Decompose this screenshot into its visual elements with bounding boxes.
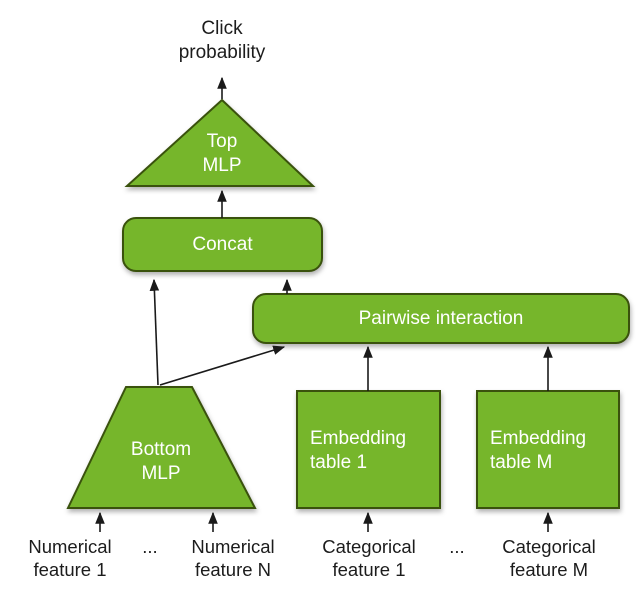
input-label-numerical-feature-n: Numerical feature N [191, 536, 275, 580]
input-label-numerical-ellipsis: ... [142, 536, 158, 557]
top-mlp-label: Top MLP [202, 131, 242, 176]
input-label-categorical-feature-1: Categorical feature 1 [322, 536, 416, 580]
bottom-mlp-label: Bottom MLP [130, 439, 192, 484]
embedding-table-m-label: Embedding table M [490, 428, 587, 473]
arrow-bottom-mlp-to-pairwise [159, 345, 286, 386]
embedding-table-1-shape [296, 390, 441, 509]
embedding-table-1-label: Embedding table 1 [310, 428, 407, 473]
input-label-numerical-feature-1: Numerical feature 1 [28, 536, 112, 580]
input-label-categorical-ellipsis: ... [449, 536, 465, 557]
bottom-mlp-shape [66, 386, 257, 509]
embedding-table-m-shape [476, 390, 620, 509]
concat-label: Concat [192, 233, 253, 255]
output-label: Click probability [178, 18, 266, 63]
arrow-bottom-mlp-to-concat [149, 278, 160, 386]
input-label-categorical-feature-m: Categorical feature M [502, 536, 596, 580]
pairwise-interaction-shape [252, 293, 630, 344]
pairwise-interaction-label: Pairwise interaction [358, 307, 524, 329]
top-mlp-shape [124, 98, 316, 187]
